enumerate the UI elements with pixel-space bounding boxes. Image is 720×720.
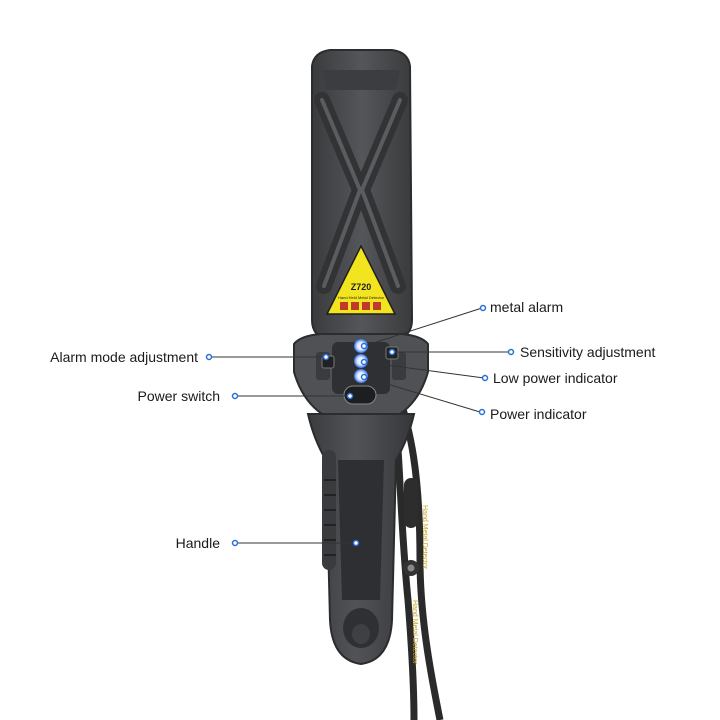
warning-label: Z720 Hand Held Metal Detector [325, 244, 397, 315]
strap-label-lower: Hand Metal Detector [411, 600, 418, 665]
warning-icons [340, 302, 381, 310]
label-sensitivity-adjustment: Sensitivity adjustment [520, 344, 656, 360]
label-handle: Handle [175, 535, 220, 551]
power-switch-button[interactable] [343, 385, 377, 405]
label-power-switch: Power switch [137, 388, 220, 404]
product-subtitle: Hand Held Metal Detector [338, 295, 385, 300]
label-power-indicator: Power indicator [490, 406, 587, 422]
handle-grip [306, 413, 416, 666]
label-metal-alarm: metal alarm [490, 299, 564, 315]
model-label: Z720 [351, 282, 372, 292]
callout-markers [205, 304, 515, 547]
leader-lines [210, 307, 510, 544]
detector-head [311, 49, 414, 341]
label-low-power-indicator: Low power indicator [493, 370, 618, 386]
label-alarm-mode-adjustment: Alarm mode adjustment [50, 349, 198, 365]
strap-label-upper: Hand Metal Detector [421, 505, 428, 570]
control-panel [293, 333, 429, 415]
